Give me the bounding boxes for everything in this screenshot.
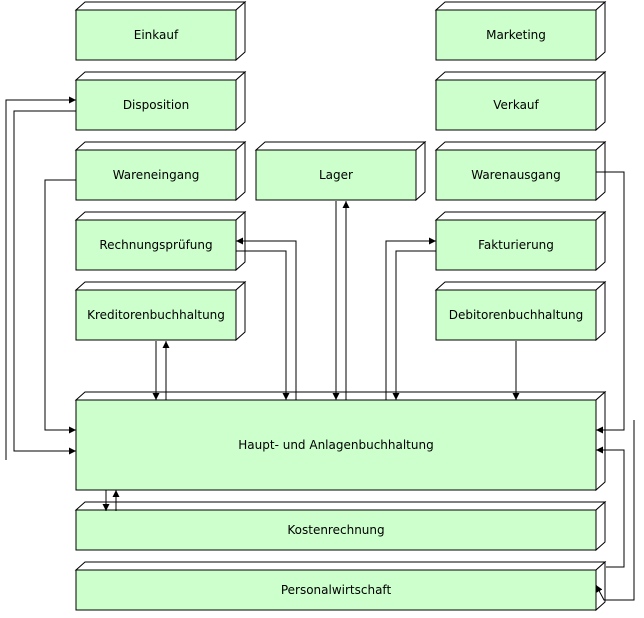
connector-rechnungspruefung-in (236, 237, 297, 400)
box-side-face (595, 140, 606, 202)
box-marketing: Marketing (434, 0, 607, 62)
box-fakturierung: Fakturierung (434, 210, 607, 272)
box-label-wareneingang: Wareneingang (113, 168, 200, 182)
connector-personal-in (595, 420, 635, 601)
box-top-face (74, 71, 247, 81)
box-front-face (75, 569, 597, 611)
box-label-warenausgang: Warenausgang (471, 168, 561, 182)
box-side-face (595, 390, 606, 492)
box-side-face (595, 500, 606, 552)
box-warenausgang: Warenausgang (434, 140, 607, 202)
box-side-face (415, 140, 426, 202)
box-label-personalwirtschaft: Personalwirtschaft (281, 583, 392, 597)
box-side-face (235, 0, 246, 62)
box-top-face (254, 141, 427, 151)
box-einkauf: Einkauf (74, 0, 247, 62)
box-label-kostenrechnung: Kostenrechnung (287, 523, 384, 537)
connector-disposition-in (5, 96, 76, 460)
box-side-face (595, 210, 606, 272)
box-kreditorenbuchhaltung: Kreditorenbuchhaltung (74, 280, 247, 342)
box-top-face (74, 141, 247, 151)
box-front-face (435, 149, 597, 201)
box-top-face (434, 141, 607, 151)
connector-warenausgang (596, 171, 625, 434)
box-label-lager: Lager (319, 168, 353, 182)
box-label-hauptbuchhaltung: Haupt- und Anlagenbuchhaltung (238, 438, 433, 452)
box-label-fakturierung: Fakturierung (478, 238, 554, 252)
box-top-face (74, 561, 607, 571)
box-top-face (434, 71, 607, 81)
connector-fakturierung-out (392, 250, 436, 400)
box-front-face (255, 149, 417, 201)
box-personalwirtschaft: Personalwirtschaft (74, 560, 607, 612)
box-top-face (74, 281, 247, 291)
box-top-face (434, 281, 607, 291)
box-debitorenbuchhaltung: Debitorenbuchhaltung (434, 280, 607, 342)
connector-wareneingang (44, 179, 76, 434)
box-disposition: Disposition (74, 70, 247, 132)
connector-fakturierung-in (385, 237, 436, 400)
box-label-einkauf: Einkauf (134, 28, 179, 42)
box-front-face (435, 219, 597, 271)
box-label-marketing: Marketing (486, 28, 546, 42)
box-hauptbuchhaltung: Haupt- und Anlagenbuchhaltung (74, 390, 607, 492)
box-lager: Lager (254, 140, 427, 202)
box-rechnungspruefung: Rechnungsprüfung (74, 210, 247, 272)
box-front-face (75, 79, 237, 131)
box-side-face (235, 140, 246, 202)
box-front-face (435, 289, 597, 341)
box-top-face (74, 501, 607, 511)
connector-disposition-out (13, 110, 76, 455)
box-top-face (74, 211, 247, 221)
box-top-face (434, 211, 607, 221)
box-label-verkauf: Verkauf (493, 98, 539, 112)
box-label-debitorenbuchhaltung: Debitorenbuchhaltung (449, 308, 584, 322)
box-front-face (435, 9, 597, 61)
box-front-face (75, 509, 597, 551)
box-front-face (75, 289, 237, 341)
box-front-face (435, 79, 597, 131)
box-kostenrechnung: Kostenrechnung (74, 500, 607, 552)
box-front-face (75, 219, 237, 271)
box-top-face (434, 1, 607, 11)
box-side-face (595, 0, 606, 62)
box-side-face (235, 70, 246, 132)
box-top-face (74, 1, 247, 11)
box-side-face (595, 70, 606, 132)
box-side-face (595, 560, 606, 612)
box-side-face (595, 280, 606, 342)
connector-rechnungspruefung-out (236, 250, 290, 400)
box-verkauf: Verkauf (434, 70, 607, 132)
box-top-face (74, 391, 607, 401)
box-label-disposition: Disposition (123, 98, 189, 112)
box-label-rechnungspruefung: Rechnungsprüfung (99, 238, 212, 252)
box-front-face (75, 399, 597, 491)
box-wareneingang: Wareneingang (74, 140, 247, 202)
box-side-face (235, 280, 246, 342)
box-label-kreditorenbuchhaltung: Kreditorenbuchhaltung (87, 308, 225, 322)
box-front-face (75, 149, 237, 201)
connector-personal-out (596, 446, 625, 568)
box-front-face (75, 9, 237, 61)
